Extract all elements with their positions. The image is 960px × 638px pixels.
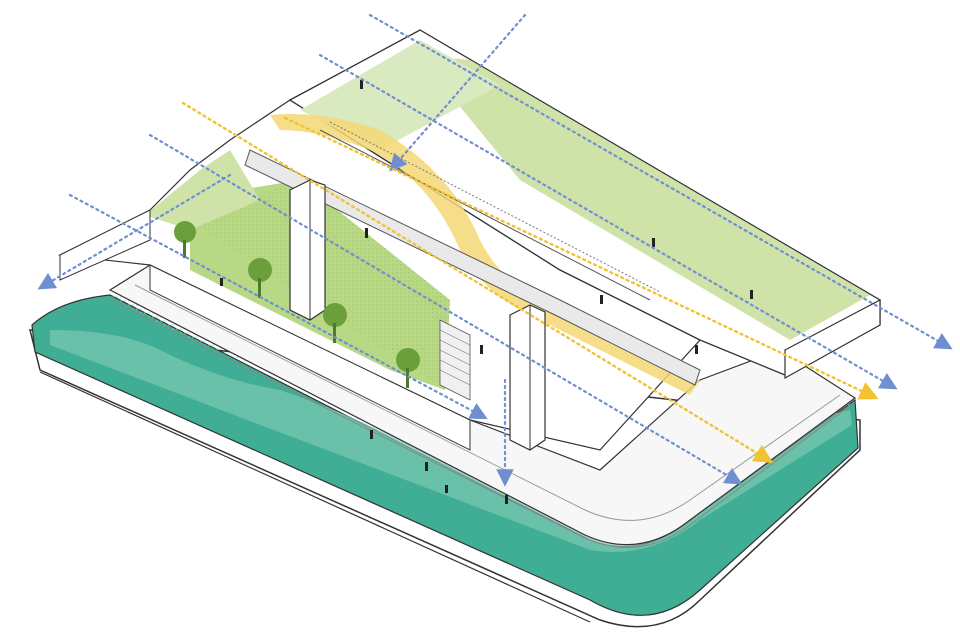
arrow-yellow (283, 116, 879, 400)
arrow-blue (68, 193, 488, 420)
yellow-arrows (181, 101, 879, 463)
tree (323, 303, 347, 343)
person (360, 80, 363, 89)
person (652, 238, 655, 247)
person (695, 345, 698, 354)
person (370, 430, 373, 439)
arrow-yellow (181, 101, 774, 463)
person (445, 485, 448, 493)
towers (289, 179, 546, 451)
person (750, 290, 753, 299)
arrow-blue (389, 13, 527, 172)
person (480, 345, 483, 354)
arrow-blue (318, 53, 898, 390)
arrow-blue (37, 173, 232, 290)
tree (174, 221, 196, 258)
person (365, 228, 368, 238)
stairs (439, 319, 471, 401)
person (505, 495, 508, 504)
promenade (108, 264, 857, 546)
arrow-blue (148, 133, 743, 485)
people (220, 80, 753, 504)
central-walkway (244, 121, 701, 386)
tree (248, 258, 272, 298)
person (600, 295, 603, 304)
blue-arrows (37, 13, 953, 487)
tree (396, 348, 420, 388)
arrow-blue (368, 13, 953, 350)
person (220, 278, 223, 286)
person (425, 462, 428, 471)
trees (174, 221, 420, 388)
yellow-path (270, 114, 700, 395)
